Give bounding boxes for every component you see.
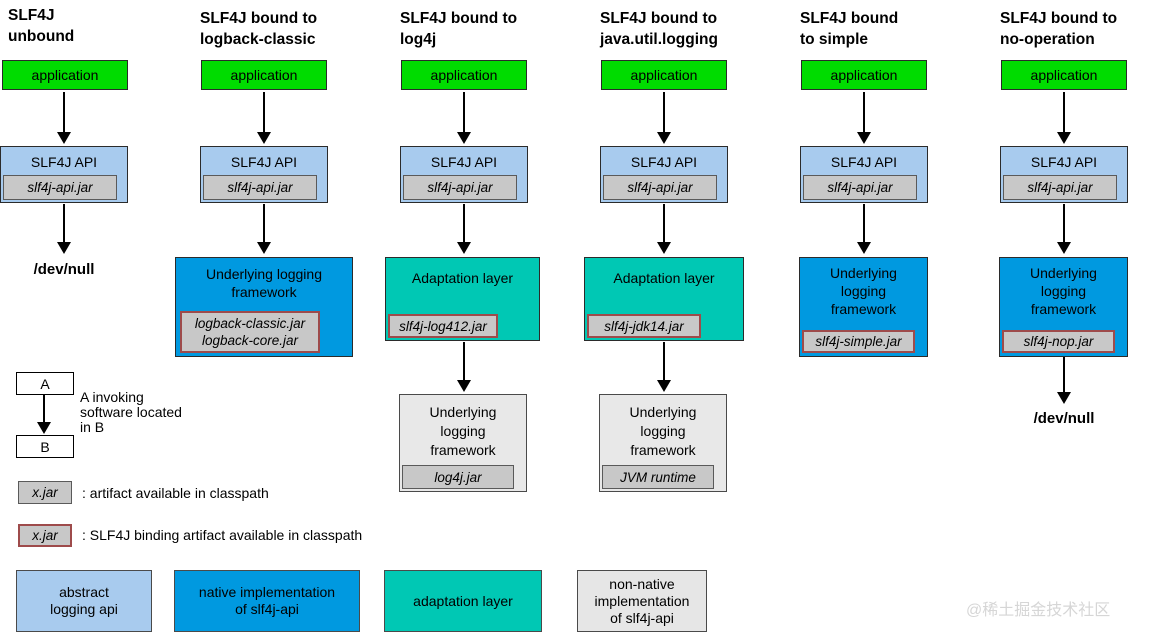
arrow-app-to-api (657, 92, 671, 144)
slf4j-api-jar: slf4j-api.jar (803, 175, 917, 200)
arrow-adaptation-to-framework (657, 342, 671, 392)
slf4j-api-jar: slf4j-api.jar (403, 175, 517, 200)
arrow-api-to-adaptation (657, 204, 671, 254)
binding-jar: slf4j-simple.jar (802, 330, 915, 353)
arrow-api-to-adaptation (457, 204, 471, 254)
binding-jar: slf4j-nop.jar (1002, 330, 1115, 353)
slf4j-api-label: SLF4J API (430, 154, 498, 170)
adaptation-layer-label: Adaptation layer (411, 270, 514, 286)
key-adaptation-layer: adaptation layer (384, 570, 542, 632)
slf4j-api-label: SLF4J API (830, 154, 898, 170)
slf4j-api-label: SLF4J API (630, 154, 698, 170)
arrow-app-to-api (457, 92, 471, 144)
watermark: @稀土掘金技术社区 (966, 602, 1111, 619)
arrow-api-to-framework (1057, 204, 1071, 254)
slf4j-api-box: SLF4J API slf4j-api.jar (800, 146, 928, 203)
application-label: application (430, 67, 498, 83)
slf4j-api-box: SLF4J API slf4j-api.jar (200, 146, 328, 203)
application-label: application (31, 67, 99, 83)
devnull-label: /dev/null (1033, 410, 1095, 427)
binding-jar: slf4j-jdk14.jar (587, 314, 701, 338)
legend-binding-jar: x.jar (18, 524, 72, 547)
slf4j-api-label: SLF4J API (1030, 154, 1098, 170)
application-box: application (2, 60, 128, 90)
legend-artifact-jar: x.jar (18, 481, 72, 504)
key-label: adaptation layer (413, 592, 513, 609)
framework-jar: log4j.jar (402, 465, 514, 489)
application-label: application (630, 67, 698, 83)
slf4j-api-label: SLF4J API (230, 154, 298, 170)
legend-box-a: A (16, 372, 74, 395)
slf4j-api-box: SLF4J API slf4j-api.jar (400, 146, 528, 203)
arrow-framework-to-sink (1057, 357, 1071, 404)
adaptation-layer-box: Adaptation layer slf4j-jdk14.jar (584, 257, 744, 341)
slf4j-api-label: SLF4J API (30, 154, 98, 170)
application-box: application (401, 60, 527, 90)
slf4j-api-jar: slf4j-api.jar (3, 175, 117, 200)
slf4j-api-jar: slf4j-api.jar (603, 175, 717, 200)
application-label: application (1030, 67, 1098, 83)
arrow-app-to-api (57, 92, 71, 144)
application-label: application (830, 67, 898, 83)
slf4j-api-box: SLF4J API slf4j-api.jar (1000, 146, 1128, 203)
application-box: application (801, 60, 927, 90)
devnull-label: /dev/null (33, 261, 95, 278)
arrow-app-to-api (257, 92, 271, 144)
framework-jar: JVM runtime (602, 465, 714, 489)
application-box: application (601, 60, 727, 90)
legend-artifact-text: : artifact available in classpath (82, 485, 269, 501)
arrow-api-to-framework (857, 204, 871, 254)
arrow-app-to-api (857, 92, 871, 144)
binding-jar: slf4j-log412.jar (388, 314, 498, 338)
slf4j-api-jar: slf4j-api.jar (203, 175, 317, 200)
legend-a-label: A (40, 375, 50, 392)
arrow-api-to-framework (257, 204, 271, 254)
slf4j-api-box: SLF4J API slf4j-api.jar (600, 146, 728, 203)
arrow-app-to-api (1057, 92, 1071, 144)
slf4j-api-jar: slf4j-api.jar (1003, 175, 1117, 200)
arrow-api-to-sink (57, 204, 71, 254)
legend-b-label: B (40, 438, 50, 455)
legend-binding-text: : SLF4J binding artifact available in cl… (82, 527, 363, 543)
slf4j-api-box: SLF4J API slf4j-api.jar (0, 146, 128, 203)
application-box: application (201, 60, 327, 90)
application-box: application (1001, 60, 1127, 90)
arrow-adaptation-to-framework (457, 342, 471, 392)
legend-box-b: B (16, 435, 74, 458)
legend-arrow (37, 395, 51, 434)
adaptation-layer-label: Adaptation layer (613, 270, 715, 286)
application-label: application (230, 67, 298, 83)
adaptation-layer-box: Adaptation layer slf4j-log412.jar (385, 257, 540, 341)
